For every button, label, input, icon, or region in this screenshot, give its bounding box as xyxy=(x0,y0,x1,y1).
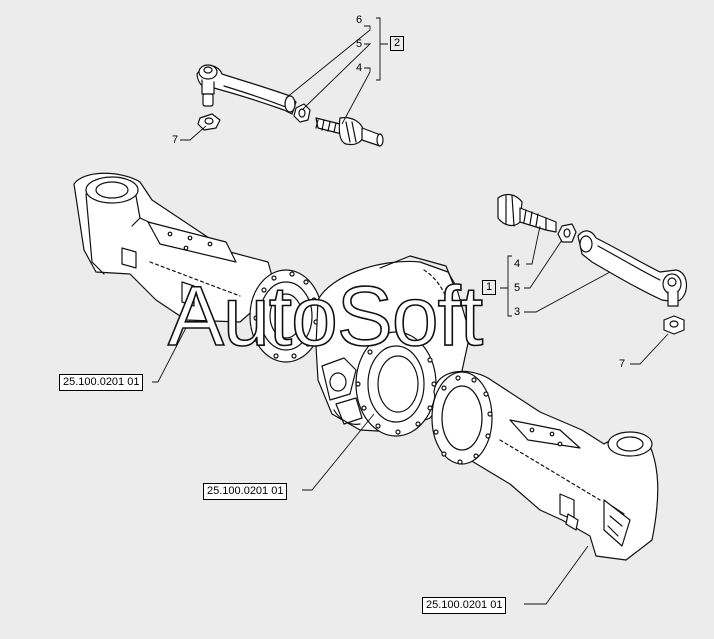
leader-ref-center xyxy=(302,413,375,491)
axle-housing-right xyxy=(431,370,659,561)
leader-ref-left xyxy=(152,319,191,383)
leader-6-top xyxy=(285,25,371,99)
callout-7-top: 7 xyxy=(172,134,179,146)
leader-4-top xyxy=(341,67,371,125)
callout-7-right: 7 xyxy=(619,358,626,370)
group-box-1[interactable]: 1 xyxy=(482,280,496,295)
bracket-top-group xyxy=(376,17,388,81)
nut-top-7 xyxy=(197,113,221,131)
callout-5-right: 5 xyxy=(514,282,521,294)
nut-right-7 xyxy=(663,315,685,335)
nut-right-5 xyxy=(557,223,577,243)
leader-4-right xyxy=(526,225,541,265)
callout-3-right: 3 xyxy=(514,306,521,318)
callout-4-top: 4 xyxy=(356,62,363,74)
tie-rod-top xyxy=(196,64,297,115)
callout-4-right: 4 xyxy=(514,258,521,270)
leader-5-right xyxy=(524,239,563,289)
leader-ref-bottom xyxy=(524,545,589,605)
group-box-2[interactable]: 2 xyxy=(390,36,404,51)
ball-joint-top-4 xyxy=(315,117,384,147)
leader-5-top xyxy=(301,43,372,111)
callout-6-top: 6 xyxy=(356,14,363,26)
callout-5-top: 5 xyxy=(356,38,363,50)
nut-top-5 xyxy=(293,103,311,123)
reference-box-center[interactable]: 25.100.0201 01 xyxy=(203,483,288,500)
leader-7-top xyxy=(180,125,207,141)
ball-joint-right-4 xyxy=(497,193,557,233)
bracket-right-group xyxy=(500,255,512,317)
leader-3-right xyxy=(524,271,611,313)
reference-box-bottom[interactable]: 25.100.0201 01 xyxy=(422,597,507,614)
axle-housing-left xyxy=(73,172,323,363)
differential-housing xyxy=(315,255,471,437)
leader-7-right xyxy=(630,333,669,365)
reference-box-left[interactable]: 25.100.0201 01 xyxy=(59,374,144,391)
tie-rod-right xyxy=(577,230,688,307)
